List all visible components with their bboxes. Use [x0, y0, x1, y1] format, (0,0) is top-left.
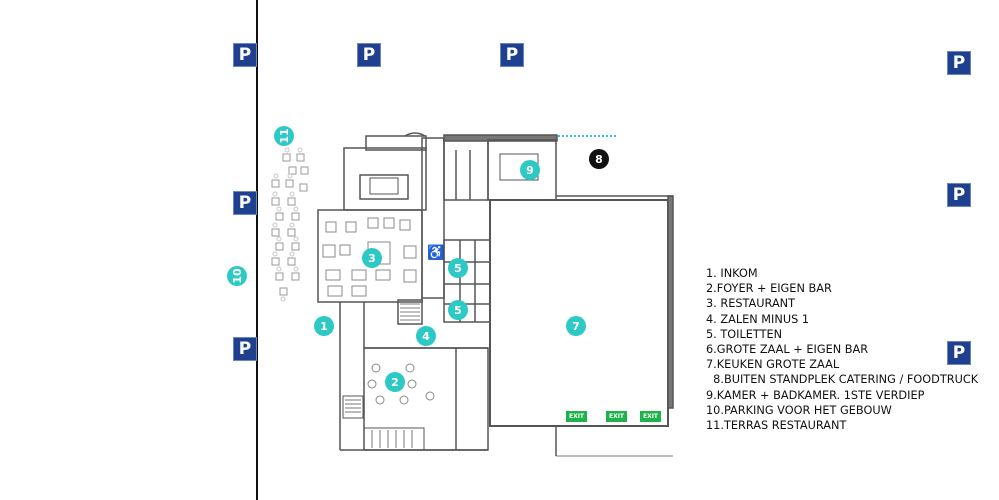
- terrace-table-cluster: [271, 153, 309, 296]
- parking-sign: P: [357, 43, 381, 67]
- legend-item: 4. ZALEN MINUS 1: [706, 312, 810, 326]
- legend-item: 8.BUITEN STANDPLEK CATERING / FOODTRUCK: [706, 373, 979, 387]
- legend-item: 1. INKOM: [706, 267, 758, 280]
- marker-entrance: 1: [314, 316, 334, 336]
- building-walls: [317, 132, 674, 457]
- legend-item: 11.TERRAS RESTAURANT: [706, 419, 847, 433]
- parking-sign: P: [233, 191, 257, 215]
- exit-sign: EXIT: [566, 411, 587, 422]
- parking-sign: P: [233, 43, 257, 67]
- marker-rooms-minus-1: 4: [416, 326, 436, 346]
- parking-sign: P: [500, 43, 524, 67]
- exit-sign: EXIT: [606, 411, 627, 422]
- marker-parking-front: 10: [227, 266, 247, 286]
- marker-foodtruck: 8: [589, 149, 609, 169]
- parking-sign: P: [947, 341, 971, 365]
- exit-sign: EXIT: [640, 411, 661, 422]
- marker-kitchen: 7: [566, 316, 586, 336]
- wheelchair-icon: ♿: [427, 243, 445, 260]
- furniture: [322, 217, 435, 405]
- legend-item: 2.FOYER + EIGEN BAR: [706, 282, 832, 296]
- map-legend: 1. INKOM 2.FOYER + EIGEN BAR 3. RESTAURA…: [706, 266, 978, 433]
- marker-terrace: 11: [274, 126, 294, 146]
- legend-item: 7.KEUKEN GROTE ZAAL: [706, 358, 840, 372]
- parking-sign: P: [947, 51, 971, 75]
- marker-foyer: 2: [385, 372, 405, 392]
- legend-item: 3. RESTAURANT: [706, 297, 796, 311]
- parking-sign: P: [947, 183, 971, 207]
- legend-item: 9.KAMER + BADKAMER. 1STE VERDIEP: [706, 388, 925, 402]
- marker-restaurant: 3: [362, 248, 382, 268]
- legend-item: 6.GROTE ZAAL + EIGEN BAR: [706, 343, 869, 357]
- legend-item: 10.PARKING VOOR HET GEBOUW: [706, 403, 892, 417]
- marker-toilets-upper: 5: [448, 258, 468, 278]
- marker-toilets-lower: 5: [448, 300, 468, 320]
- legend-item: 5. TOILETTEN: [706, 327, 783, 341]
- marker-upper-room: 9: [520, 160, 540, 180]
- parking-sign: P: [233, 337, 257, 361]
- terrace-tables: [271, 147, 309, 302]
